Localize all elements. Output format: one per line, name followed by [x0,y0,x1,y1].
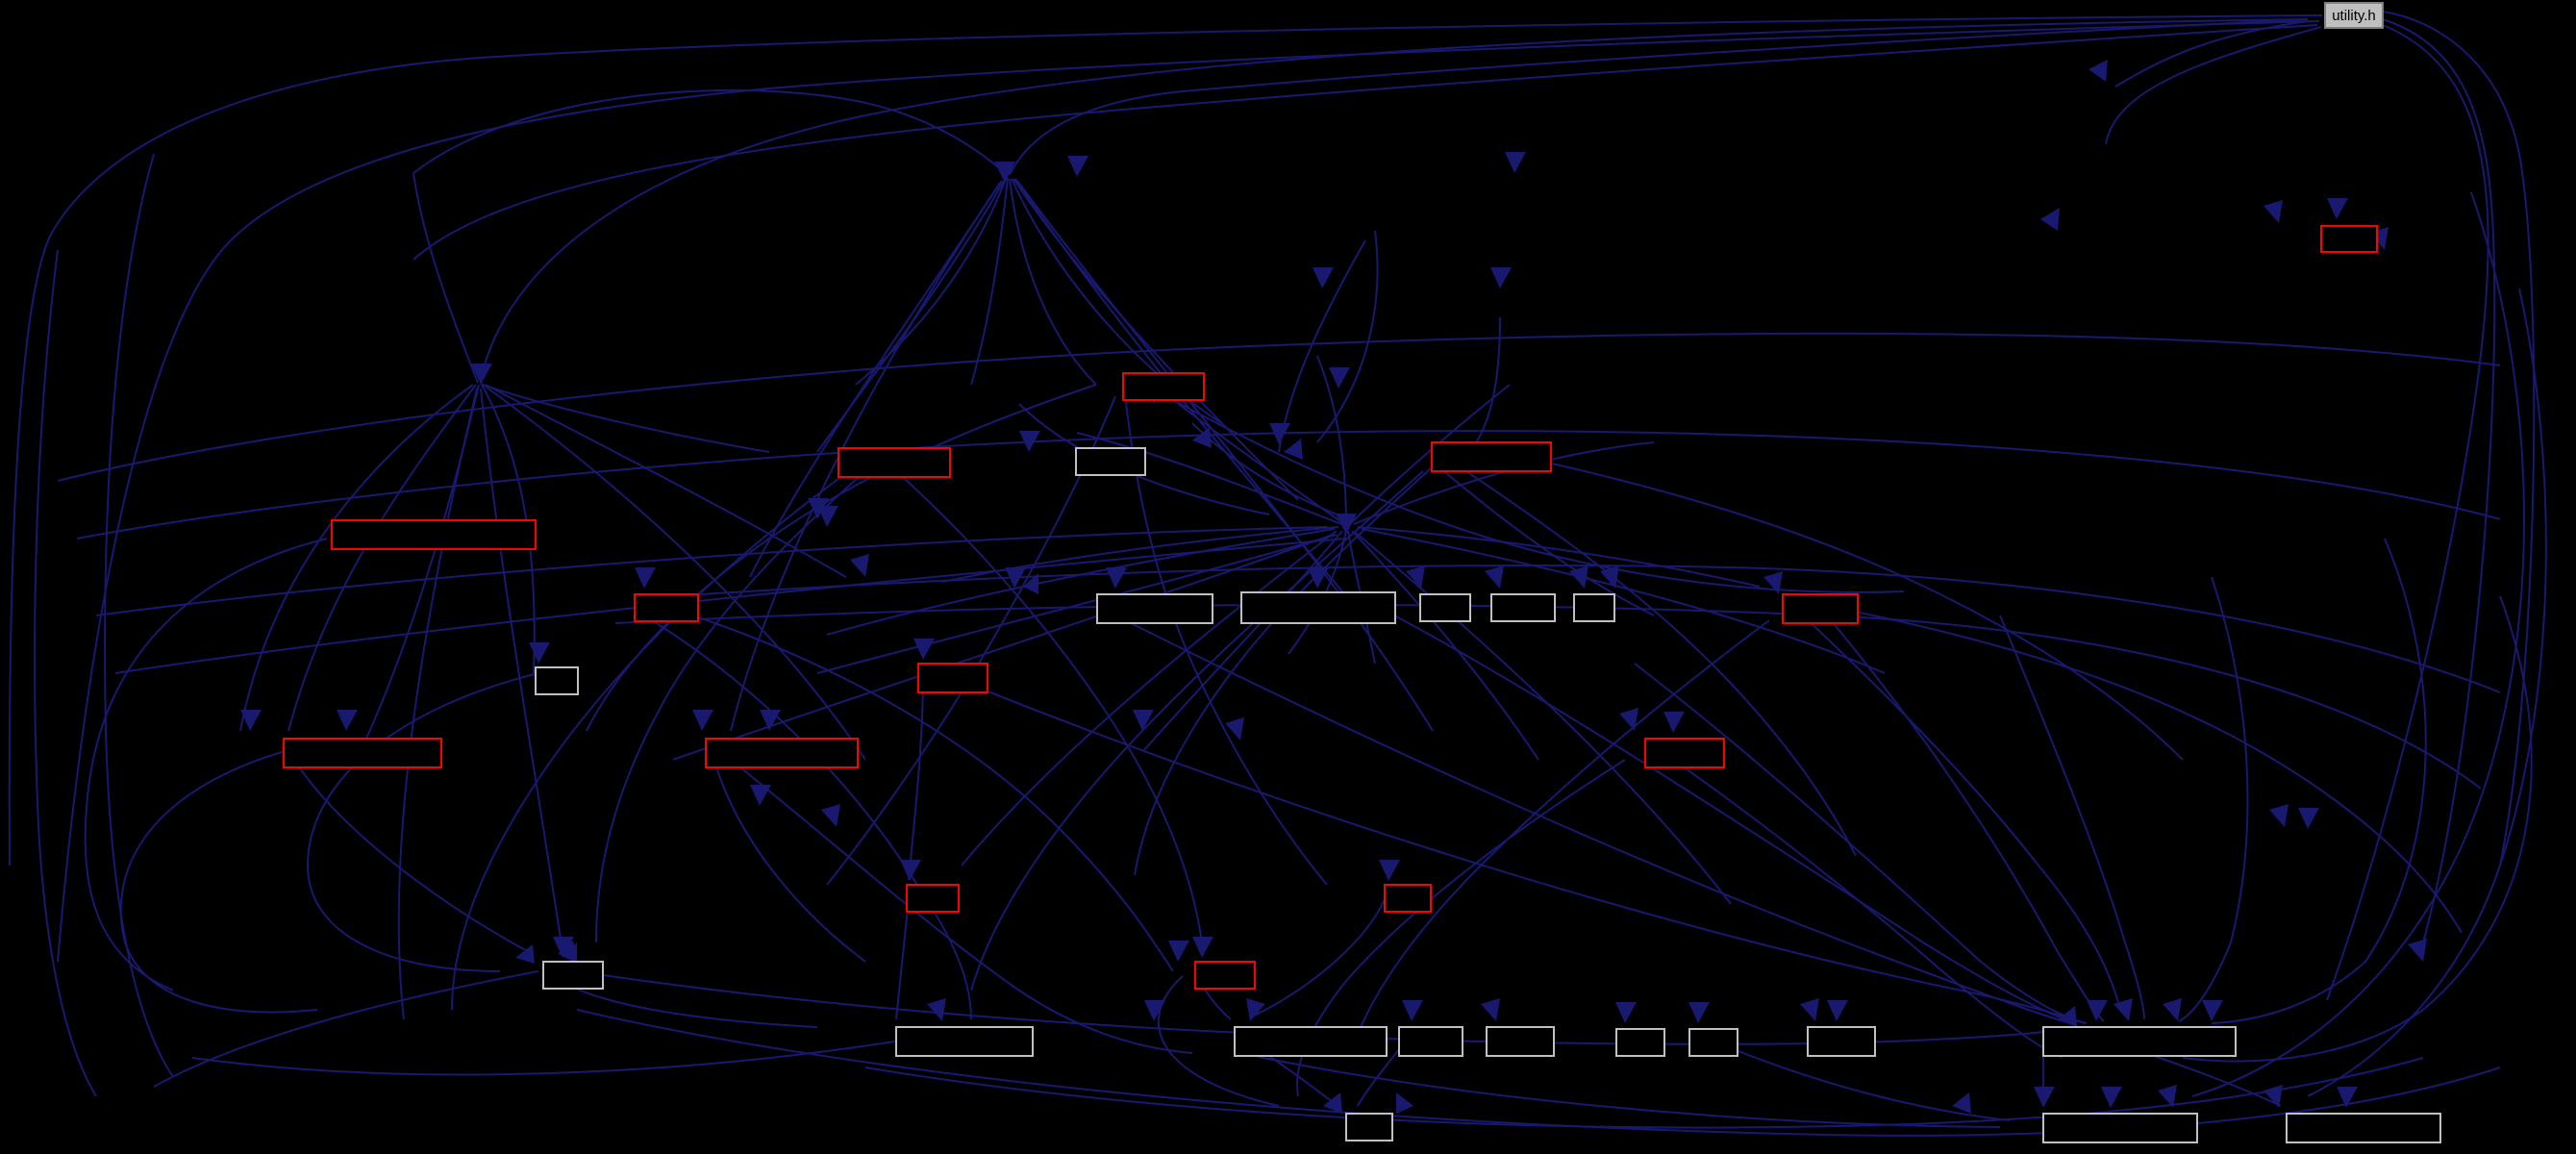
graph-node[interactable] [705,738,859,768]
node-box[interactable] [1419,593,1471,622]
node-box[interactable] [1384,884,1432,913]
graph-node[interactable] [917,663,988,693]
node-box[interactable] [2286,1113,2441,1143]
node-box[interactable] [2042,1113,2198,1143]
graph-node[interactable] [1431,441,1552,472]
node-layer: utility.h [283,2,2441,1143]
graph-node-root[interactable]: utility.h [2324,2,2384,29]
graph-node[interactable] [895,1026,1034,1057]
node-box[interactable] [1122,372,1205,401]
node-box[interactable] [1075,447,1146,476]
node-box[interactable] [838,447,951,478]
graph-node[interactable] [1782,593,1859,624]
node-box[interactable] [1807,1026,1876,1057]
node-box[interactable] [1644,738,1725,768]
node-box[interactable] [1486,1026,1555,1057]
graph-node[interactable] [906,884,960,913]
graph-node[interactable] [1194,961,1256,990]
graph-node[interactable] [634,593,699,622]
node-box[interactable] [542,961,604,990]
node-box[interactable] [331,519,537,550]
graph-node[interactable] [1807,1026,1876,1057]
graph-node[interactable] [1345,1113,1393,1141]
graph-node[interactable] [838,447,951,478]
graph-node[interactable] [283,738,442,768]
graph-node[interactable] [1688,1028,1738,1057]
node-box[interactable] [1345,1113,1393,1141]
graph-node[interactable] [1075,447,1146,476]
graph-node[interactable] [1240,591,1396,624]
node-box[interactable] [2324,2,2384,29]
graph-node[interactable] [1384,884,1432,913]
node-box[interactable] [634,593,699,622]
graph-node[interactable] [2042,1026,2237,1057]
node-box[interactable] [1234,1026,1388,1057]
node-box[interactable] [2320,225,2378,253]
graph-node[interactable] [1644,738,1725,768]
node-box[interactable] [1615,1028,1665,1057]
arrow-layer [240,60,2427,1114]
node-box[interactable] [535,666,579,695]
graph-node[interactable] [1486,1026,1555,1057]
graph-node[interactable] [1490,593,1556,622]
graph-node[interactable] [1096,593,1213,624]
node-box[interactable] [705,738,859,768]
graph-node[interactable] [2320,225,2378,253]
node-box[interactable] [1240,591,1396,624]
graph-node[interactable] [331,519,537,550]
graph-node[interactable] [1573,593,1615,622]
graph-node[interactable] [535,666,579,695]
graph-node[interactable] [542,961,604,990]
graph-node[interactable] [1398,1026,1463,1057]
node-box[interactable] [906,884,960,913]
node-label: utility.h [2332,8,2376,24]
node-box[interactable] [2042,1026,2237,1057]
node-box[interactable] [917,663,988,693]
graph-node[interactable] [1615,1028,1665,1057]
graph-node[interactable] [2286,1113,2441,1143]
node-box[interactable] [1398,1026,1463,1057]
node-box[interactable] [1573,593,1615,622]
graph-node[interactable] [1234,1026,1388,1057]
graph-node[interactable] [1419,593,1471,622]
graph-node[interactable] [2042,1113,2198,1143]
node-box[interactable] [895,1026,1034,1057]
node-box[interactable] [1490,593,1556,622]
node-box[interactable] [283,738,442,768]
node-box[interactable] [1194,961,1256,990]
graph-node[interactable] [1122,372,1205,401]
node-box[interactable] [1688,1028,1738,1057]
node-box[interactable] [1431,441,1552,472]
node-box[interactable] [1096,593,1213,624]
node-box[interactable] [1782,593,1859,624]
